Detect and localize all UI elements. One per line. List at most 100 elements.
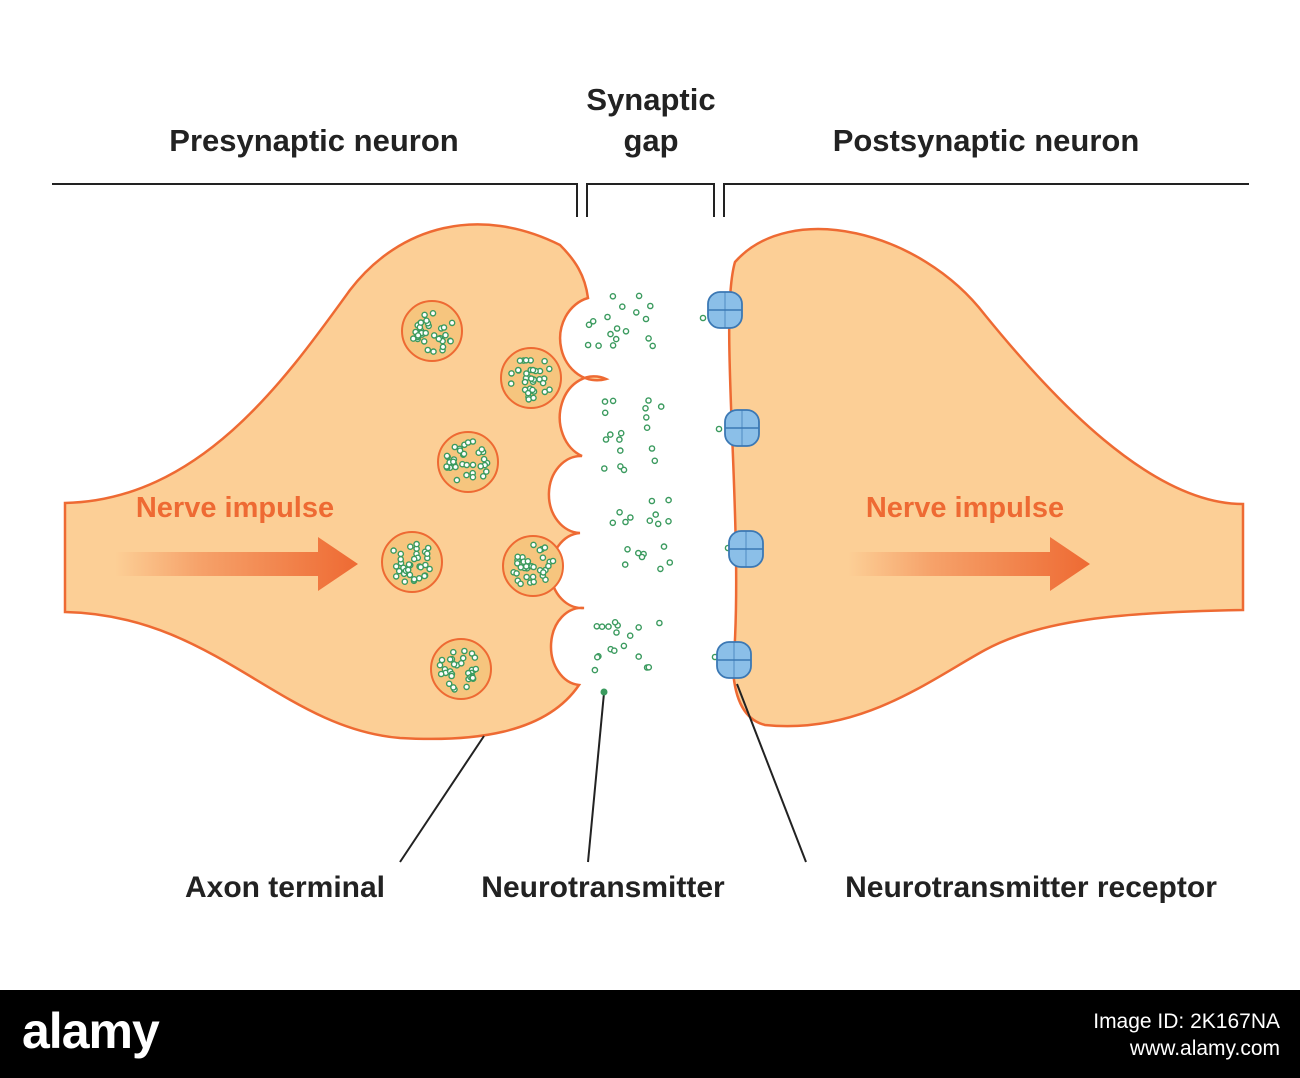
neurotransmitter-molecule xyxy=(530,541,537,549)
neurotransmitter-molecule xyxy=(437,670,445,678)
neurotransmitter-molecule xyxy=(421,311,428,319)
neurotransmitter-molecule xyxy=(645,664,653,671)
neurotransmitter-molecule xyxy=(638,553,646,561)
leader-lines xyxy=(399,683,807,863)
neurotransmitter-molecule xyxy=(405,561,413,568)
neurotransmitter-molecule xyxy=(541,544,549,551)
neurotransmitter-molecule xyxy=(645,397,652,404)
neurotransmitter-molecule xyxy=(420,338,428,345)
neurotransmitter-molecule xyxy=(660,543,668,550)
neurotransmitter-molecule xyxy=(549,557,557,565)
neurotransmitter-molecule xyxy=(619,303,626,311)
nerve-impulse-label-left: Nerve impulse xyxy=(136,492,334,524)
neurotransmitter-molecule xyxy=(448,319,456,327)
neurotransmitter-molecule xyxy=(521,378,529,386)
neurotransmitter-molecule xyxy=(395,567,403,575)
neurotransmitter-molecule xyxy=(643,424,651,432)
neurotransmitter-molecule xyxy=(541,388,549,396)
neurotransmitter-molecule xyxy=(539,379,547,387)
neurotransmitter-molecule xyxy=(611,647,618,655)
gap-bracket xyxy=(586,183,715,217)
neurotransmitter-molecule xyxy=(617,447,624,454)
vesicle xyxy=(502,535,564,597)
neurotransmitter-molecule xyxy=(648,445,656,452)
neurotransmitter-molecule xyxy=(410,576,418,583)
neurotransmitter-molecule xyxy=(609,519,617,527)
axon-terminal-leader xyxy=(399,735,485,863)
neurotransmitter-molecule xyxy=(430,348,437,355)
neurotransmitter-molecule xyxy=(406,543,414,551)
neurotransmitter-molecule xyxy=(593,623,601,630)
neurotransmitter-molecule xyxy=(514,366,522,374)
neurotransmitter-receptor-label: Neurotransmitter receptor xyxy=(845,871,1217,904)
neurotransmitter-molecule xyxy=(646,517,654,525)
neurotransmitter-molecule xyxy=(647,302,654,310)
neurotransmitter-molecule xyxy=(463,471,470,479)
neurotransmitter-molecule xyxy=(616,436,623,443)
neurotransmitter-molecule xyxy=(545,562,552,570)
neurotransmitter-molecule xyxy=(536,546,544,554)
neurotransmitter-molecule xyxy=(620,642,628,650)
neurotransmitter-molecule xyxy=(430,332,438,339)
neurotransmitter-receptors xyxy=(707,291,764,679)
neurotransmitter-molecule xyxy=(423,550,431,558)
neurotransmitter-molecule xyxy=(540,569,547,576)
neurotransmitter-molecule xyxy=(392,573,400,580)
neurotransmitter-molecule xyxy=(607,330,614,338)
axon-terminal-label: Axon terminal xyxy=(185,871,385,904)
neurotransmitter-molecule xyxy=(417,319,425,326)
neurotransmitter-molecule xyxy=(635,653,643,660)
neurotransmitter-molecule xyxy=(665,518,672,525)
neurotransmitter-molecule xyxy=(423,317,430,325)
image-reference: Image ID: 2K167NA www.alamy.com xyxy=(1093,1008,1280,1062)
vesicle xyxy=(381,531,443,593)
neurotransmitter-molecule xyxy=(508,370,515,377)
neurotransmitter-molecule xyxy=(523,573,530,581)
vesicle xyxy=(401,300,463,362)
neurotransmitter-molecule xyxy=(514,553,522,561)
neurotransmitter-molecule xyxy=(605,623,612,630)
neurotransmitter-molecule xyxy=(609,292,617,300)
neurotransmitter-molecule xyxy=(642,404,649,412)
neurotransmitter-molecule xyxy=(448,672,455,680)
neurotransmitter-molecule xyxy=(620,466,628,474)
neurotransmitter-molecule xyxy=(585,321,593,329)
neurotransmitter-molecule xyxy=(513,570,520,577)
vesicle xyxy=(437,431,499,493)
neurotransmitter-molecule xyxy=(449,648,457,656)
neurotransmitter-molecule xyxy=(530,563,537,571)
neurotransmitter-molecule xyxy=(514,560,521,567)
neurotransmitter-molecule xyxy=(528,375,535,382)
postsynaptic-dendrite xyxy=(727,227,1245,728)
neurotransmitter-molecule xyxy=(601,465,608,472)
neurotransmitter-molecule xyxy=(621,561,629,568)
neurotransmitter-molecule xyxy=(445,680,453,688)
neurotransmitter-molecule xyxy=(645,335,652,342)
neurotransmitter-molecule xyxy=(584,341,592,349)
neurotransmitter-molecule xyxy=(397,550,405,558)
presynaptic-neuron-label: Presynaptic neuron xyxy=(169,123,458,158)
postsynaptic-bracket xyxy=(723,183,1249,217)
neurotransmitter-molecule xyxy=(426,565,433,573)
vesicle xyxy=(430,638,492,700)
neurotransmitter-molecule xyxy=(410,555,418,563)
neurotransmitter-molecule xyxy=(648,497,656,505)
neurotransmitter-molecule xyxy=(438,656,446,664)
synaptic-vesicles xyxy=(381,300,564,700)
receptor xyxy=(707,291,743,329)
postsynaptic-neuron-label: Postsynaptic neuron xyxy=(833,123,1140,158)
neurotransmitter-molecule xyxy=(598,623,606,631)
released-neurotransmitters xyxy=(584,292,732,674)
neurotransmitter-molecule xyxy=(450,661,458,668)
neurotransmitter-molecule xyxy=(591,666,599,674)
watermark-footer: alamy Image ID: 2K167NA www.alamy.com xyxy=(0,990,1300,1078)
neurotransmitter-molecule xyxy=(530,394,537,402)
neurotransmitter-molecule xyxy=(657,403,665,410)
nerve-impulse-label-right: Nerve impulse xyxy=(866,492,1064,524)
neurotransmitter-molecule xyxy=(443,463,450,470)
nerve-impulse-arrow-right xyxy=(848,537,1090,591)
neurotransmitter-molecule xyxy=(435,335,443,343)
neurotransmitter-molecule xyxy=(390,547,397,554)
bound-neurotransmitter xyxy=(699,314,707,322)
neurotransmitter-molecule xyxy=(604,313,611,321)
